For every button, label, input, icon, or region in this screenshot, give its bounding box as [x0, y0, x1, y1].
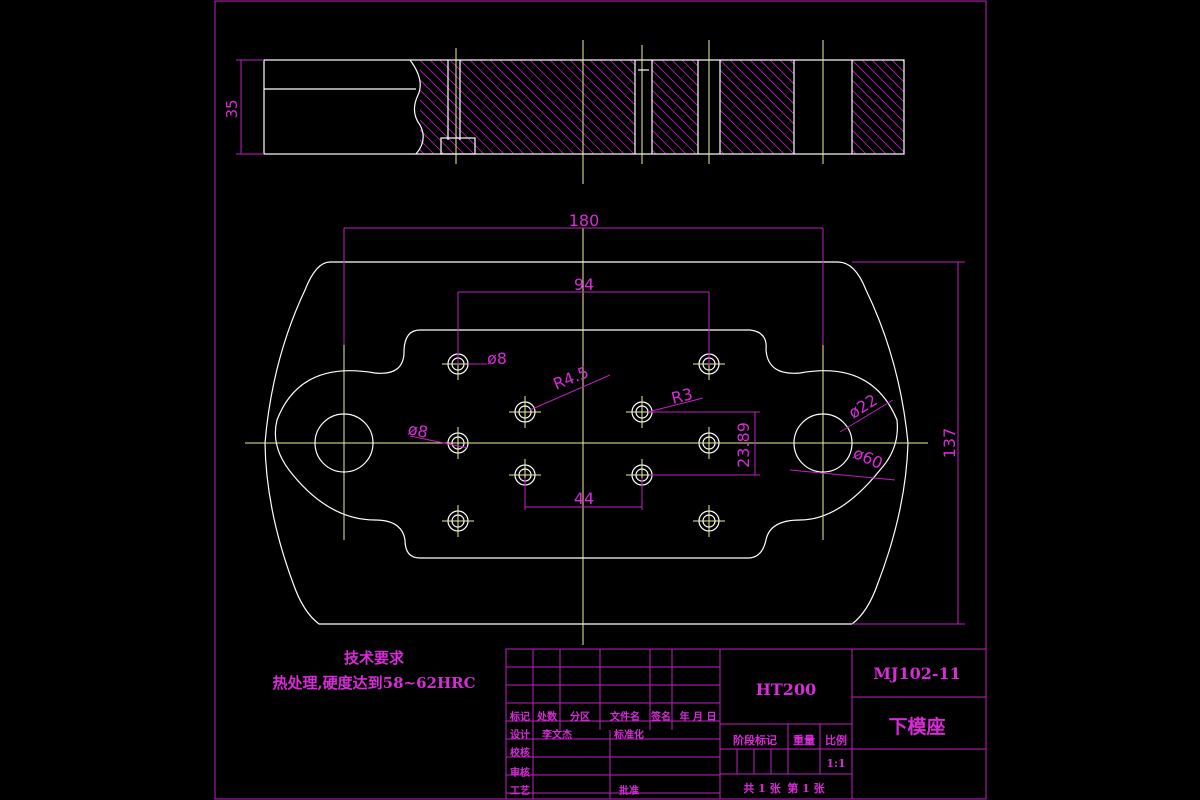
- drawing-number: MJ102-11: [873, 664, 961, 683]
- header-mark: 标记: [509, 710, 530, 723]
- title-block: HT200 MJ102-11 下模座 阶段标记 重量 比例 1:1 共 1 张 …: [505, 648, 987, 800]
- dim-inner-spacing: 44: [574, 489, 594, 508]
- designer-name: 李文杰: [541, 728, 572, 741]
- dim-vertical-offset: 23.89: [734, 422, 753, 468]
- header-count: 处数: [536, 710, 558, 723]
- design-label: 设计: [510, 728, 530, 741]
- dim-small-hole-mid: ø8: [406, 419, 429, 442]
- dim-side-height: 35: [223, 99, 241, 118]
- standardization-label: 标准化: [613, 728, 644, 741]
- top-view: 180 94 44 23.89 137 ø8 ø8 R4.5 R3 ø22 ø6…: [245, 211, 965, 645]
- hole: [442, 427, 474, 459]
- hole: [693, 505, 725, 537]
- part-name: 下模座: [888, 715, 945, 738]
- header-file: 文件名: [610, 710, 640, 723]
- dim-small-hole-top: ø8: [487, 349, 507, 368]
- material-label: HT200: [756, 680, 816, 699]
- review-label: 审核: [510, 766, 530, 779]
- header-sign: 签名: [650, 710, 671, 723]
- stage-label: 阶段标记: [733, 733, 777, 747]
- sheet-number: 第 1 张: [787, 781, 825, 795]
- sheets-total: 共 1 张: [743, 781, 781, 795]
- hole: [442, 505, 474, 537]
- tech-requirements-text: 热处理,硬度达到58~62HRC: [272, 674, 475, 692]
- hole: [693, 427, 725, 459]
- header-date: 年 月 日: [680, 710, 717, 723]
- approve-label: 批准: [619, 784, 639, 797]
- header-zone: 分区: [570, 710, 590, 723]
- side-view: 35: [223, 40, 905, 184]
- tech-requirements-title: 技术要求: [344, 649, 405, 667]
- dim-overall-length: 180: [569, 211, 600, 230]
- scale-value: 1:1: [826, 757, 845, 770]
- dim-bore-dia: ø22: [845, 390, 881, 422]
- dim-overall-width: 137: [940, 428, 959, 459]
- weight-label: 重量: [793, 733, 815, 747]
- hole: [509, 396, 541, 428]
- dim-small-radius: R3: [669, 384, 694, 408]
- scale-label: 比例: [825, 733, 847, 747]
- check-label: 校核: [510, 746, 530, 759]
- dim-guide-radius: R4.5: [550, 362, 591, 393]
- process-label: 工艺: [510, 784, 530, 797]
- dim-hole-spacing: 94: [574, 275, 594, 294]
- dim-counterbore-dia: ø60: [850, 443, 885, 473]
